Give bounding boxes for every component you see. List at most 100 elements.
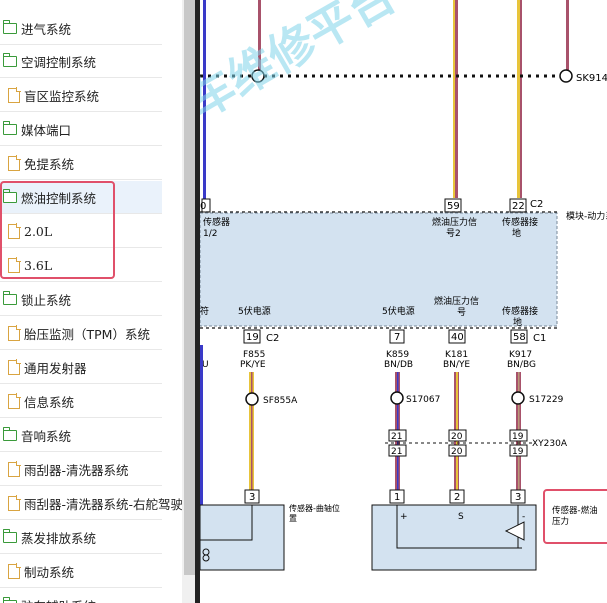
circuit-k917: K917 — [509, 350, 532, 360]
sidebar-item-label: 免提系统 — [24, 156, 75, 172]
sidebar-item[interactable]: 驻车辅助系统 — [0, 589, 162, 603]
sidebar-item[interactable]: 音响系统 — [0, 419, 162, 452]
inline-pin-19: 19 — [512, 432, 524, 442]
inline-pin: 21 — [391, 447, 402, 457]
conn-pin-2: 2 — [454, 492, 460, 503]
inline-pin-21: 21 — [391, 432, 402, 442]
sidebar-item-label: 进气系统 — [21, 21, 72, 37]
module-text: 号 — [457, 307, 466, 318]
pin-label: 0 — [200, 201, 206, 212]
sidebar-item-label: 雨刮器-清洗器系统-右舵驾驶 — [24, 496, 182, 512]
file-icon — [8, 563, 21, 579]
color-bn-ye: BN/YE — [443, 360, 470, 370]
pin-22: 22 — [512, 201, 525, 212]
terminal-plus: + — [400, 512, 408, 522]
conn-pin-3-left: 3 — [249, 492, 255, 503]
file-icon — [8, 155, 21, 171]
module-text: 传感器接 — [502, 216, 538, 228]
sidebar-item-label: 通用发射器 — [24, 360, 87, 376]
folder-icon — [2, 188, 17, 203]
module-5v-right: 5伏电源 — [382, 305, 415, 317]
sidebar-item[interactable]: 胎压监测（TPM）系统 — [0, 317, 162, 350]
sidebar-item[interactable]: 3.6L — [0, 249, 162, 282]
conn-pin-3-right: 3 — [515, 492, 521, 503]
color-bn-db: BN/DB — [384, 360, 413, 370]
highlight-annotation — [0, 181, 115, 279]
sidebar-item-label: 燃油控制系统 — [21, 190, 97, 206]
sidebar-item[interactable]: 媒体端口 — [0, 113, 162, 146]
sidebar-item[interactable]: 锁止系统 — [0, 283, 162, 316]
folder-icon — [2, 19, 17, 34]
sidebar-item[interactable]: 通用发射器 — [0, 351, 162, 384]
module-text: 1/2 — [203, 229, 217, 239]
pane-divider[interactable] — [195, 0, 200, 603]
pin-59: 59 — [447, 201, 460, 212]
sidebar-item-label: 空调控制系统 — [21, 54, 97, 70]
sidebar-item-label: 盲区监控系统 — [24, 88, 100, 104]
sidebar-item[interactable]: 雨刮器-清洗器系统 — [0, 453, 162, 486]
module-text: 地 — [512, 227, 521, 239]
sidebar-item-label: 媒体端口 — [21, 122, 72, 138]
sidebar-item[interactable]: 进气系统 — [0, 12, 162, 45]
pin-58: 58 — [513, 332, 526, 343]
module-text: 燃油压力信 — [432, 216, 477, 228]
file-icon — [8, 257, 21, 273]
inline-connector-label: XY230A — [532, 439, 568, 449]
sidebar-item[interactable]: 盲区监控系统 — [0, 79, 162, 112]
module-text: 符 — [200, 305, 209, 317]
file-icon — [8, 495, 21, 511]
connector-c1: C1 — [533, 333, 546, 344]
component-fuel-sensor-2: 压力 — [552, 516, 569, 527]
pin-7: 7 — [394, 332, 400, 343]
file-icon — [8, 87, 21, 103]
sidebar-item[interactable]: 2.0L — [0, 215, 162, 248]
connector-c2: C2 — [266, 333, 279, 344]
file-icon — [8, 393, 21, 409]
connector-c2-top: C2 — [530, 199, 543, 210]
inline-pin-20: 20 — [451, 432, 463, 442]
module-text: 传感器 — [203, 216, 230, 228]
pin-40: 40 — [451, 332, 464, 343]
conn-pin-1: 1 — [394, 492, 400, 503]
sidebar-item[interactable]: 免提系统 — [0, 147, 162, 180]
sidebar-item-label: 驻车辅助系统 — [21, 596, 96, 603]
sidebar-item-label: 胎压监测（TPM）系统 — [24, 326, 150, 342]
component-fuel-sensor-1: 传感器-燃油 — [552, 505, 598, 516]
splice-sf855a: SF855A — [263, 396, 298, 406]
sidebar-item-label: 制动系统 — [24, 564, 75, 580]
color-bn-bg: BN/BG — [507, 360, 536, 370]
sidebar-item[interactable]: 信息系统 — [0, 385, 162, 418]
module-text: 传感器接 — [502, 305, 538, 317]
file-icon — [8, 359, 21, 375]
scrollbar-thumb[interactable] — [184, 0, 195, 575]
sidebar-item[interactable]: 制动系统 — [0, 555, 162, 588]
sidebar-item[interactable]: 雨刮器-清洗器系统-右舵驾驶 — [0, 487, 182, 520]
sidebar-item[interactable]: 空调控制系统 — [0, 45, 162, 78]
inline-pin: 20 — [451, 447, 463, 457]
file-icon — [8, 461, 21, 477]
circuit-k181: K181 — [445, 350, 468, 360]
module-label: 模块-动力系 — [566, 210, 607, 222]
component-crank-sensor-1: 传感器-曲轴位 — [289, 503, 340, 513]
terminal-s: S — [458, 512, 464, 522]
module-text: 地 — [513, 316, 522, 328]
sidebar-item-label: 2.0L — [24, 223, 53, 239]
sidebar-item[interactable]: 蒸发排放系统 — [0, 521, 162, 554]
folder-icon — [2, 528, 17, 543]
pin-19: 19 — [246, 332, 259, 343]
sidebar-item-label: 信息系统 — [24, 394, 75, 410]
file-icon — [8, 223, 21, 239]
sidebar-item[interactable]: 燃油控制系统 — [0, 181, 162, 214]
splice-s17229: S17229 — [529, 395, 564, 405]
circuit-k859: K859 — [386, 350, 409, 360]
circuit-f855: F855 — [243, 350, 265, 360]
terminal-minus: - — [522, 512, 525, 522]
file-icon — [8, 325, 21, 341]
wiring-diagram: SK914 车维修平台 0 59 22 C2 模块-动力系 传感器 1/2 燃油… — [200, 0, 607, 571]
folder-icon — [2, 596, 17, 603]
component-crank-sensor-2: 置 — [289, 514, 297, 523]
color-pk-ye: PK/YE — [240, 360, 266, 370]
folder-icon — [2, 290, 17, 305]
circuit-u: U — [202, 360, 209, 370]
